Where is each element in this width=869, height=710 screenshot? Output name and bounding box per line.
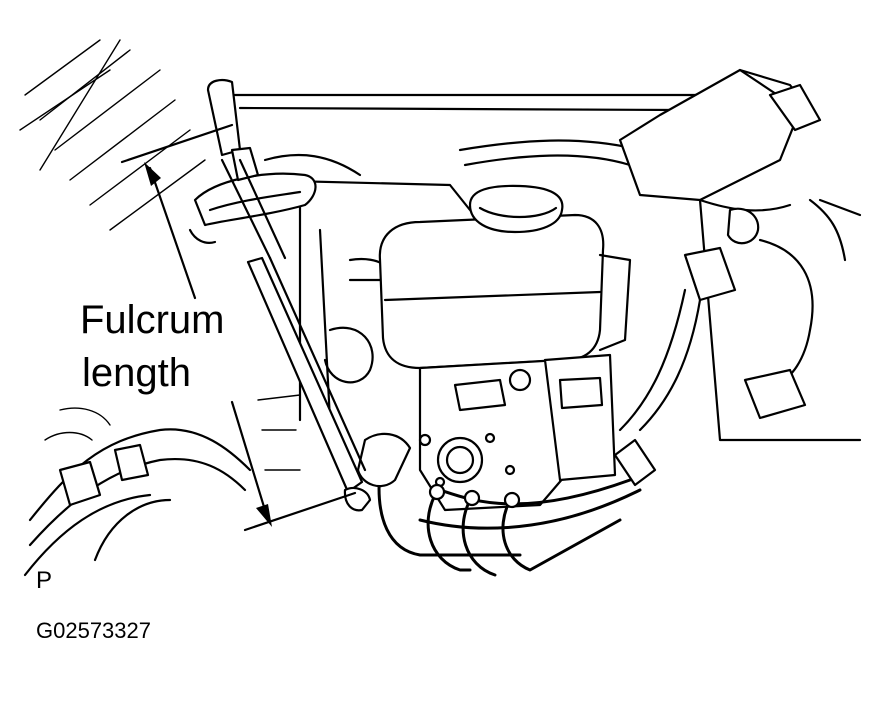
wire-harness-right (458, 68, 847, 487)
dimension-line-lower (230, 400, 270, 522)
hood-hatching (19, 39, 206, 231)
upper-extension-line (120, 123, 234, 164)
view-letter: P (36, 567, 52, 594)
dimension-line-upper (148, 166, 197, 300)
fulcrum-label-line2: length (82, 351, 191, 395)
lower-extension-line (243, 491, 357, 532)
wire-harness-left (23, 407, 252, 577)
special-service-tool (188, 79, 372, 512)
fulcrum-label-line1: Fulcrum (80, 298, 224, 342)
arrow-down-icon (256, 504, 272, 527)
engine-bay-outline (233, 93, 862, 471)
fulcrum-dimension (120, 123, 357, 532)
brake-lines (356, 432, 642, 577)
figure-code: G02573327 (36, 618, 151, 643)
actuator-body (418, 353, 617, 512)
reservoir (378, 184, 632, 370)
arrow-up-icon (144, 162, 161, 186)
